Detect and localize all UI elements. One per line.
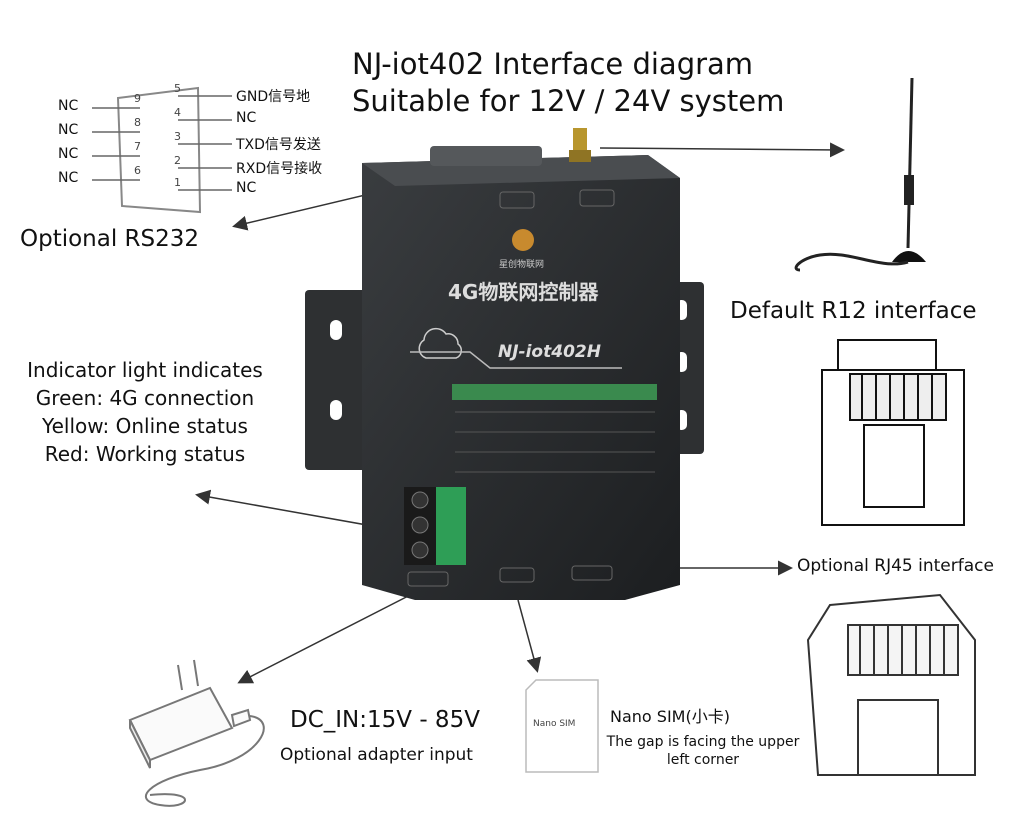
nano-sim-icon [525, 679, 599, 773]
indicator-line-2: Green: 4G connection [35, 386, 255, 410]
rs232-left-nc-3: NC [58, 146, 79, 162]
pin-number-3: 3 [174, 130, 181, 143]
rs232-pin1-label: NC [236, 180, 257, 196]
terminal-block [404, 487, 466, 565]
rs232-left-nc-2: NC [58, 122, 79, 138]
sim-note-line-1: The gap is facing the upper [606, 734, 800, 750]
r12-connector-icon [821, 339, 965, 526]
adapter-label: Optional adapter input [280, 745, 473, 765]
rs232-pin3-label: TXD信号发送 [236, 137, 321, 153]
sim-card-text: Nano SIM [533, 719, 576, 729]
indicator-line-4: Red: Working status [44, 442, 246, 466]
power-arrow [237, 589, 421, 684]
pin-number-6: 6 [134, 164, 141, 177]
pin-number-7: 7 [134, 140, 141, 153]
title-line-1: NJ-iot402 Interface diagram [352, 47, 754, 81]
pin-number-9: 9 [134, 92, 141, 105]
device-name-cn: 4G物联网控制器 [448, 280, 599, 304]
pin-number-1: 1 [174, 176, 181, 189]
pin-number-4: 4 [174, 106, 181, 119]
power-adapter-icon [128, 659, 265, 807]
pin-number-2: 2 [174, 154, 181, 167]
db9-connector-icon [92, 86, 232, 214]
rs232-pin4-label: NC [236, 110, 257, 126]
rs232-left-nc-1: NC [58, 98, 79, 114]
diagram-title: NJ-iot402 Interface diagram Suitable for… [352, 46, 784, 120]
title-line-2: Suitable for 12V / 24V system [352, 84, 785, 118]
antenna-icon [794, 77, 926, 272]
rj45-connector-icon [806, 593, 976, 776]
pin-number-8: 8 [134, 116, 141, 129]
antenna-arrow [599, 142, 845, 158]
cloud-icon [418, 327, 462, 359]
rj45-label: Optional RJ45 interface [797, 556, 994, 576]
sim-note-line-2: left corner [666, 752, 740, 768]
device-brand: 星创物联网 [499, 260, 545, 270]
power-voltage: DC_IN:15V - 85V [290, 707, 480, 733]
antenna-label: Default R12 interface [730, 298, 977, 324]
rs232-left-nc-4: NC [58, 170, 79, 186]
rs232-label: Optional RS232 [20, 226, 200, 252]
sim-note: The gap is facing the upper left corner [598, 733, 808, 769]
device-body [362, 128, 680, 600]
indicator-description: Indicator light indicates Green: 4G conn… [14, 356, 276, 468]
rs232-pin2-label: RXD信号接收 [236, 161, 323, 177]
indicator-line-1: Indicator light indicates [27, 358, 263, 382]
rs232-pin5-label: GND信号地 [236, 89, 311, 105]
pin-number-5: 5 [174, 82, 181, 95]
sim-arrow [517, 599, 542, 673]
indicator-line-3: Yellow: Online status [42, 414, 248, 438]
sim-title: Nano SIM(小卡) [610, 707, 730, 726]
device-model: NJ-iot402H [498, 342, 601, 362]
mounting-ear-left [305, 290, 367, 470]
